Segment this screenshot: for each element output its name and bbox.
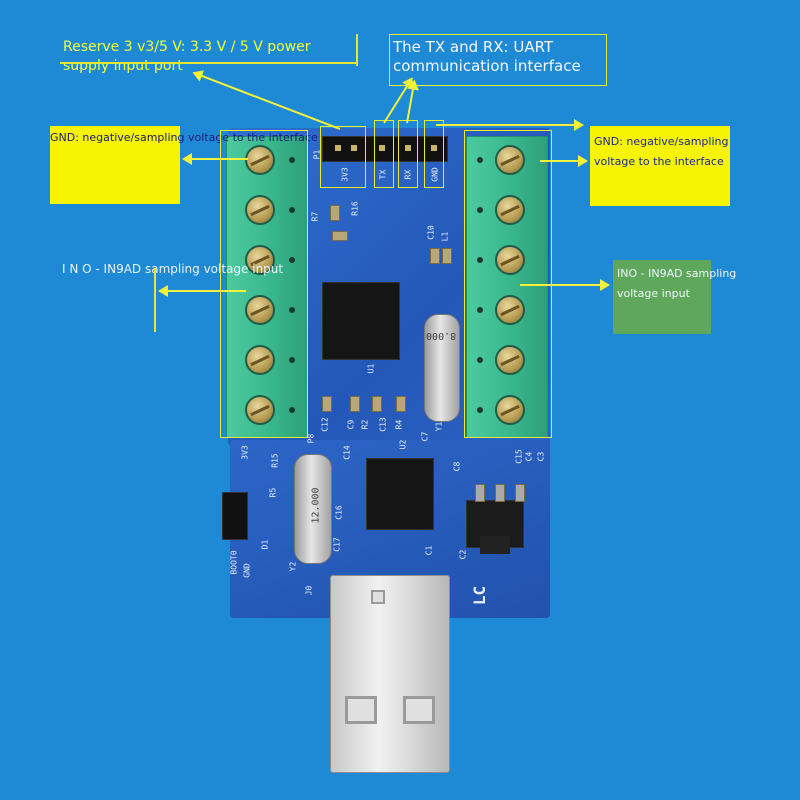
pin-tx-highlight bbox=[374, 120, 394, 188]
pin-gnd-highlight bbox=[424, 120, 444, 188]
silk-r16: R16 bbox=[350, 201, 360, 216]
uart-label: The TX and RX: UART communication interf… bbox=[393, 38, 581, 75]
arrow-in-right bbox=[520, 279, 610, 291]
in-left-label: I N O - IN9AD sampling voltage input bbox=[62, 262, 284, 276]
silk-r15: R15 bbox=[270, 453, 280, 468]
gnd-left-box bbox=[50, 126, 180, 204]
silk-c1: C1 bbox=[424, 545, 434, 556]
silk-j0: J0 bbox=[304, 585, 314, 596]
right-screw-4 bbox=[495, 295, 525, 325]
in-right-box bbox=[613, 260, 711, 334]
in-left-bar bbox=[154, 268, 156, 332]
left-screw-6 bbox=[245, 395, 275, 425]
silk-c14: C14 bbox=[342, 445, 352, 460]
regulator-tab bbox=[480, 536, 510, 554]
silk-gnd-boot: GND bbox=[242, 563, 252, 578]
silk-r2: R2 bbox=[360, 419, 370, 430]
silk-u1: U1 bbox=[366, 363, 376, 374]
silk-c7: C7 bbox=[420, 431, 430, 442]
usb-uart-chip-u2 bbox=[366, 458, 434, 530]
usb-a-plug[interactable] bbox=[330, 575, 450, 773]
right-screw-2 bbox=[495, 195, 525, 225]
silk-c9: C9 bbox=[346, 419, 356, 430]
silk-d1: D1 bbox=[260, 539, 270, 550]
arrow-rx bbox=[406, 81, 416, 124]
right-screw-5 bbox=[495, 345, 525, 375]
silk-c8: C8 bbox=[452, 461, 462, 472]
left-screw-3 bbox=[245, 245, 275, 275]
silk-c3: C3 bbox=[536, 451, 546, 462]
silk-r4: R4 bbox=[394, 419, 404, 430]
mcu-chip-u1 bbox=[322, 282, 400, 360]
arrow-gnd-left bbox=[184, 158, 248, 160]
power-label-underline bbox=[60, 62, 356, 64]
power-supply-label: Reserve 3 v3/5 V: 3.3 V / 5 V power supp… bbox=[63, 39, 311, 74]
silk-boot0: BOOT0 bbox=[229, 550, 239, 575]
left-screw-2 bbox=[245, 195, 275, 225]
silk-c10: C10 bbox=[426, 225, 436, 240]
right-screw-6 bbox=[495, 395, 525, 425]
arrow-gnd-right bbox=[436, 119, 584, 131]
silk-u2: U2 bbox=[398, 439, 408, 450]
left-screw-4 bbox=[245, 295, 275, 325]
silk-v33: 3V3 bbox=[240, 445, 250, 460]
gnd-right-label: GND: negative/sampling voltage to the in… bbox=[594, 135, 729, 168]
arrow-power bbox=[194, 72, 341, 130]
silk-y1: Y1 bbox=[434, 421, 444, 432]
crystal-y2 bbox=[294, 454, 332, 564]
boot-jumper[interactable] bbox=[222, 492, 248, 540]
silk-r5: R5 bbox=[268, 487, 278, 498]
power-label-rightbar bbox=[356, 34, 358, 66]
left-terminal-highlight bbox=[220, 130, 308, 438]
right-screw-1 bbox=[495, 145, 525, 175]
in-right-label: INO - IN9AD sampling voltage input bbox=[617, 267, 737, 300]
gnd-right-box bbox=[590, 126, 730, 206]
silk-c16: C16 bbox=[334, 505, 344, 520]
silk-c15: C15 bbox=[514, 449, 524, 464]
arrow-in-left bbox=[160, 290, 246, 292]
crystal-y2-marking: 12.000 bbox=[310, 487, 322, 524]
pin-3v3-highlight bbox=[320, 126, 366, 188]
pin-rx-highlight bbox=[398, 120, 418, 188]
uart-pin-header bbox=[322, 136, 448, 162]
crystal-y1 bbox=[424, 314, 460, 422]
left-screw-1 bbox=[245, 145, 275, 175]
arrow-gnd-right-2 bbox=[540, 155, 588, 167]
silk-c4: C4 bbox=[524, 451, 534, 462]
left-terminal-block bbox=[226, 136, 308, 438]
gnd-left-label: GND: negative/sampling voltage to the in… bbox=[50, 131, 318, 144]
left-screw-5 bbox=[245, 345, 275, 375]
uart-label-box bbox=[389, 34, 607, 86]
crystal-y1-marking: 8.000 bbox=[426, 330, 457, 341]
silk-r7: R7 bbox=[310, 211, 320, 222]
right-screw-3 bbox=[495, 245, 525, 275]
silk-c2: C2 bbox=[458, 549, 468, 560]
silk-c17: C17 bbox=[332, 537, 342, 552]
silk-y2: Y2 bbox=[288, 561, 298, 572]
right-terminal-block bbox=[466, 136, 548, 438]
silk-brand-lc: LC bbox=[470, 585, 490, 606]
silk-c13: C13 bbox=[378, 417, 388, 432]
silk-c12: C12 bbox=[320, 417, 330, 432]
silk-l1: L1 bbox=[440, 231, 450, 242]
